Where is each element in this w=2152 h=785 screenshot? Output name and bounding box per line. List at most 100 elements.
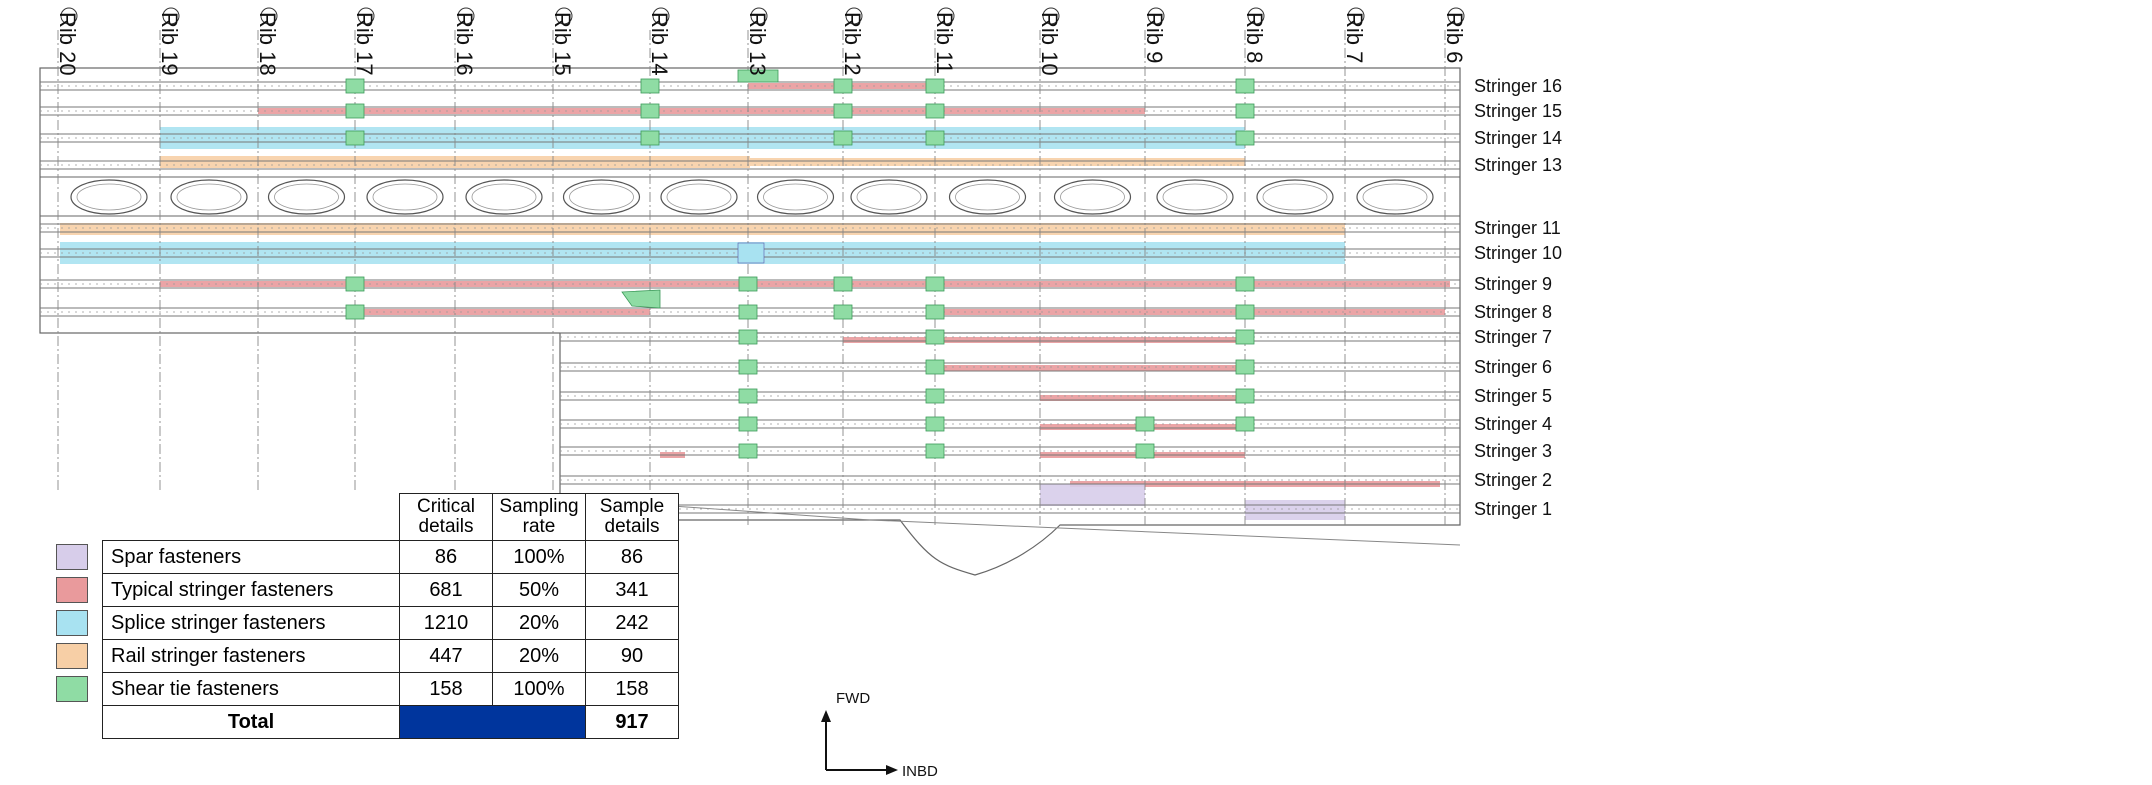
rib-label-group: Rib 18 xyxy=(255,7,280,76)
splice-band xyxy=(60,242,1345,264)
access-hole-inner xyxy=(1262,183,1328,211)
stringer-label: Stringer 13 xyxy=(1474,155,1562,175)
table-header-row: Critical details Sampling rate Sample de… xyxy=(56,493,679,541)
sampling-rate-value: 20% xyxy=(492,606,586,640)
access-hole-inner xyxy=(666,183,732,211)
stringer-label: Stringer 5 xyxy=(1474,386,1552,406)
splice-plate-mark xyxy=(737,242,765,264)
typical-band xyxy=(160,281,1450,287)
stringer-label: Stringer 1 xyxy=(1474,499,1552,519)
shear-tie-mark xyxy=(1135,416,1155,432)
fastener-type: Typical stringer fasteners xyxy=(102,573,400,607)
rib-label: Rib 13 xyxy=(745,12,770,76)
access-hole-cutouts xyxy=(40,176,1460,217)
shear-tie-mark xyxy=(833,130,853,146)
stringer-label: Stringer 2 xyxy=(1474,470,1552,490)
rib-label: Rib 18 xyxy=(255,12,280,76)
shear-tie-mark xyxy=(345,130,365,146)
sampling-rate-value: 20% xyxy=(492,639,586,673)
access-hole xyxy=(1053,179,1132,215)
critical-details-value: 681 xyxy=(399,573,493,607)
stringer-label: Stringer 6 xyxy=(1474,357,1552,377)
legend-swatch xyxy=(56,610,88,636)
legend-swatch-cell xyxy=(56,574,103,607)
rib-label: Rib 8 xyxy=(1242,12,1267,63)
rib-label: Rib 20 xyxy=(55,12,80,76)
rib-marker xyxy=(750,7,768,25)
rib-label: Rib 12 xyxy=(840,12,865,76)
fwd-label: FWD xyxy=(836,690,870,707)
rib-marker xyxy=(60,7,78,25)
sampling-rate-value: 50% xyxy=(492,573,586,607)
shear-tie-mark xyxy=(925,388,945,404)
total-label: Total xyxy=(102,705,400,739)
typical-band xyxy=(1040,395,1245,401)
rib-marker xyxy=(937,7,955,25)
shear-tie-mark xyxy=(925,78,945,94)
shear-tie-mark xyxy=(738,416,758,432)
rib-label-group: Rib 20 xyxy=(55,7,80,76)
rib-label-group: Rib 10 xyxy=(1037,7,1062,76)
stringer-label: Stringer 15 xyxy=(1474,101,1562,121)
access-hole xyxy=(366,179,444,215)
shear-tie-mark xyxy=(833,78,853,94)
stringer-label: Stringer 11 xyxy=(1474,218,1561,238)
spar-band xyxy=(1040,484,1145,506)
stringer-label: Stringer 4 xyxy=(1474,414,1552,434)
legend-swatch xyxy=(56,577,88,603)
legend-swatch xyxy=(56,676,88,702)
header-sampling-rate: Sampling rate xyxy=(492,493,586,541)
rib-label-group: Rib 11 xyxy=(932,7,957,74)
shear-tie-mark xyxy=(925,103,945,119)
inbd-arrow-head xyxy=(886,765,898,775)
rib-marker xyxy=(652,7,670,25)
shear-tie-mark xyxy=(1235,388,1255,404)
rib-marker xyxy=(1347,7,1365,25)
access-hole xyxy=(1356,179,1434,215)
access-hole-inner xyxy=(569,183,634,211)
sample-details-value: 158 xyxy=(585,672,679,706)
access-hole xyxy=(170,179,248,215)
critical-details-value: 447 xyxy=(399,639,493,673)
access-hole xyxy=(465,179,543,215)
shear-tie-mark xyxy=(738,329,758,345)
fastener-type: Rail stringer fasteners xyxy=(102,639,400,673)
rib-label: Rib 10 xyxy=(1037,12,1062,76)
access-hole-inner xyxy=(955,183,1020,211)
shear-tie-mark xyxy=(345,78,365,94)
stringer-label: Stringer 10 xyxy=(1474,243,1562,263)
rib-marker xyxy=(845,7,863,25)
rib-label: Rib 19 xyxy=(157,12,182,76)
shear-tie-mark xyxy=(345,304,365,320)
access-hole xyxy=(562,179,641,215)
access-hole xyxy=(267,179,346,215)
shear-tie-mark xyxy=(640,130,660,146)
fastener-type: Splice stringer fasteners xyxy=(102,606,400,640)
legend-swatch-cell xyxy=(56,673,103,706)
access-hole-inner xyxy=(1162,183,1228,211)
stringer-label: Stringer 16 xyxy=(1474,76,1562,96)
legend-swatch-cell xyxy=(56,607,103,640)
shear-tie-mark xyxy=(640,78,660,94)
rail-band xyxy=(750,158,1245,166)
access-hole-inner xyxy=(372,183,438,211)
shear-tie-mark xyxy=(833,103,853,119)
rib-marker xyxy=(1247,7,1265,25)
shear-tie-mark xyxy=(1235,103,1255,119)
shear-tie-mark xyxy=(1235,359,1255,375)
shear-tie-mark xyxy=(1235,78,1255,94)
rib-label-group: Rib 13 xyxy=(745,7,770,76)
sample-details-value: 242 xyxy=(585,606,679,640)
access-hole-inner xyxy=(76,183,142,211)
header-critical-details: Critical details xyxy=(399,493,493,541)
stringer-lines xyxy=(40,81,1460,514)
shear-tie-mark xyxy=(621,289,661,309)
shear-tie-mark xyxy=(640,103,660,119)
shear-tie-mark xyxy=(833,304,853,320)
access-hole-inner xyxy=(856,183,922,211)
